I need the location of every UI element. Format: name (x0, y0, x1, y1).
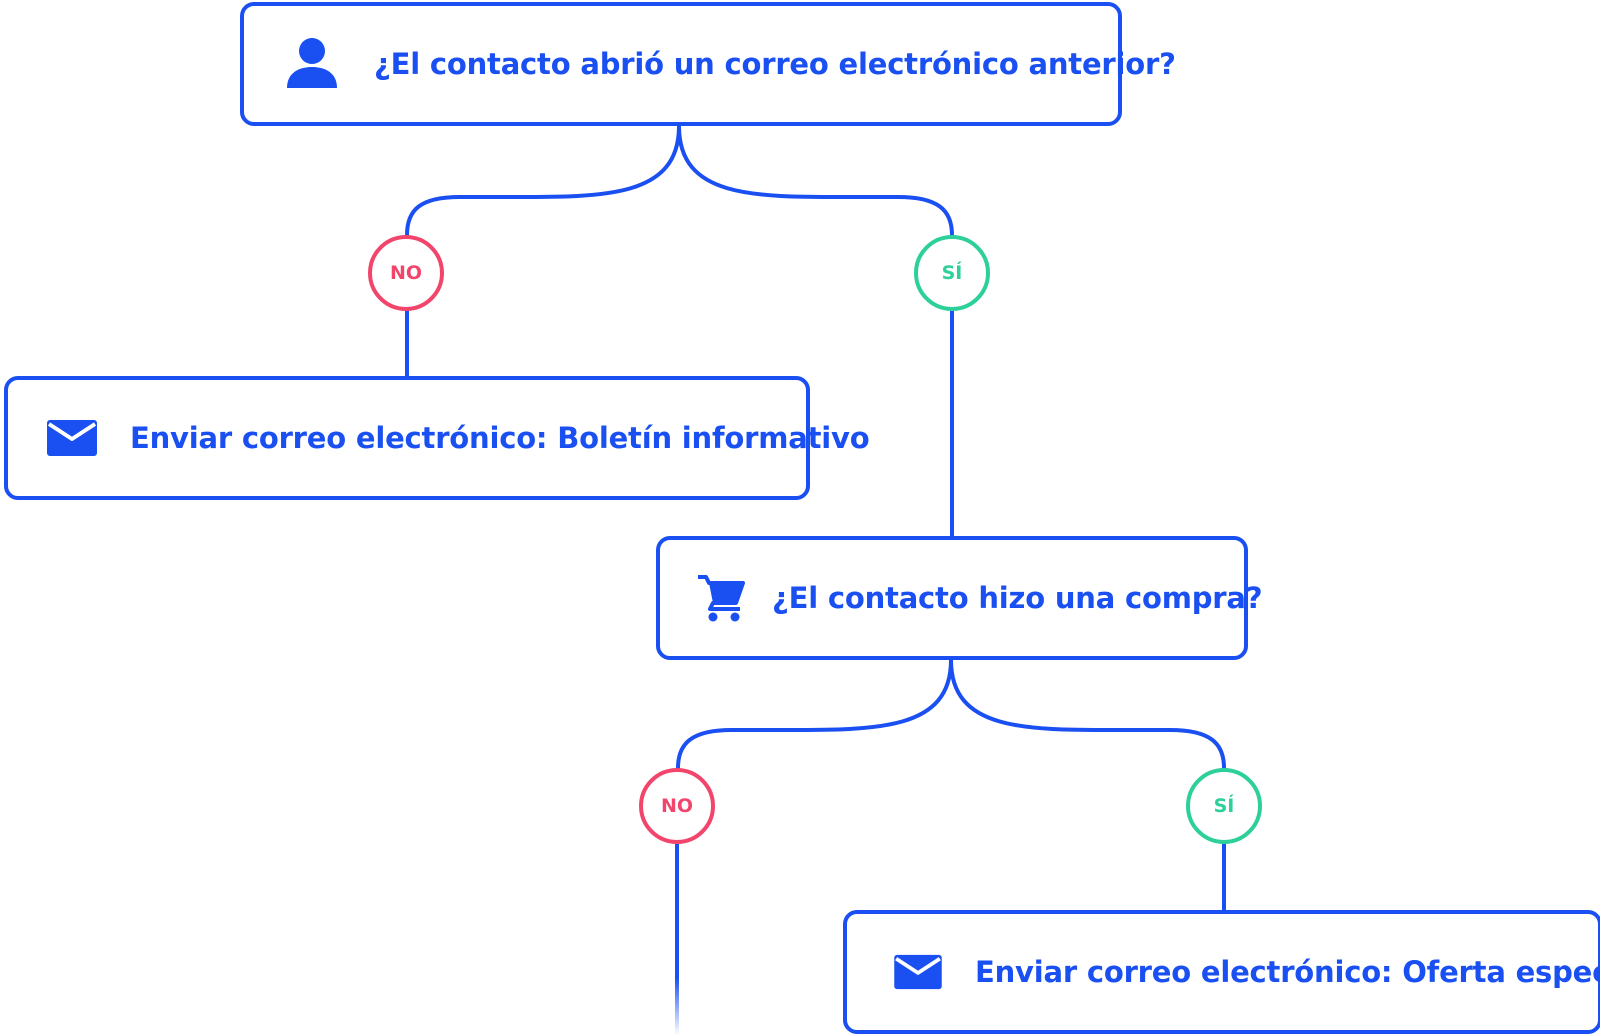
connector-q2-to-yes (949, 658, 1226, 770)
branch-no-badge: NO (639, 768, 715, 844)
connector-q1-to-yes (677, 124, 954, 237)
branch-yes-badge: SÍ (914, 235, 990, 311)
decision-node-opened-email[interactable]: ¿El contacto abrió un correo electrónico… (240, 2, 1176, 126)
node-label: ¿El contacto hizo una compra? (772, 581, 1263, 615)
person-icon (282, 34, 342, 94)
node-label: Enviar correo electrónico: Boletín infor… (130, 421, 870, 455)
node-label: ¿El contacto abrió un correo electrónico… (374, 47, 1176, 81)
connector-no-continuation (675, 844, 679, 1035)
node-label: Enviar correo electrónico: Oferta especi… (975, 955, 1600, 989)
email-icon (891, 945, 945, 999)
connector-q2-to-no (676, 658, 953, 770)
branch-no-badge: NO (368, 235, 444, 311)
decision-node-made-purchase[interactable]: ¿El contacto hizo una compra? (656, 536, 1263, 660)
connector-q1-to-no (405, 124, 681, 237)
email-icon (44, 410, 100, 466)
action-node-send-newsletter[interactable]: Enviar correo electrónico: Boletín infor… (4, 376, 870, 500)
shopping-cart-icon (696, 573, 746, 623)
branch-yes-badge: SÍ (1186, 768, 1262, 844)
action-node-send-special-offer[interactable]: Enviar correo electrónico: Oferta especi… (843, 910, 1600, 1034)
